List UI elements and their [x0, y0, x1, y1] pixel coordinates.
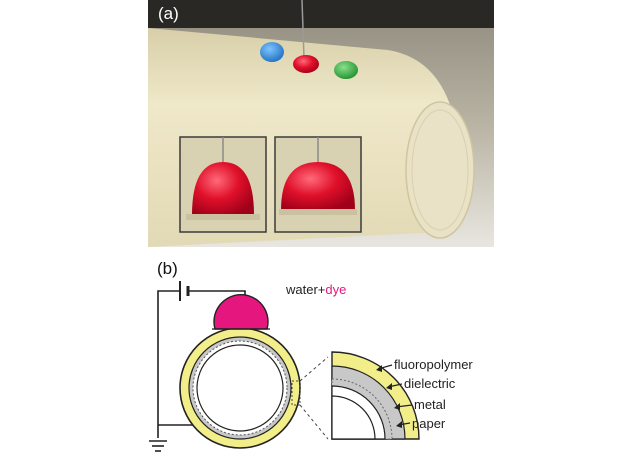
- label-paper: paper: [412, 416, 446, 431]
- droplet-label: water+dye: [285, 282, 346, 297]
- panel-a-label: (a): [158, 4, 179, 23]
- panel-b-label: (b): [157, 259, 178, 278]
- photo-illustration: [148, 0, 494, 247]
- label-dielectric: dielectric: [404, 376, 456, 391]
- zoom-region: [291, 380, 301, 406]
- layer-detail: [331, 351, 420, 440]
- layer-labels: fluoropolymer dielectric metal paper: [376, 357, 473, 431]
- dye-droplet: [212, 294, 270, 330]
- schematic-panel: (b) water+dye: [140, 253, 500, 457]
- label-fluoropolymer: fluoropolymer: [394, 357, 473, 372]
- tube-cross-section: [179, 327, 301, 449]
- inset-photo-left: [179, 136, 267, 233]
- photo-panel: (a): [148, 0, 494, 247]
- inset-photo-right: [274, 136, 362, 233]
- wire-left: [157, 290, 180, 438]
- schematic-diagram: water+dye fluoropolymer dielectric metal: [149, 281, 473, 452]
- label-metal: metal: [414, 397, 446, 412]
